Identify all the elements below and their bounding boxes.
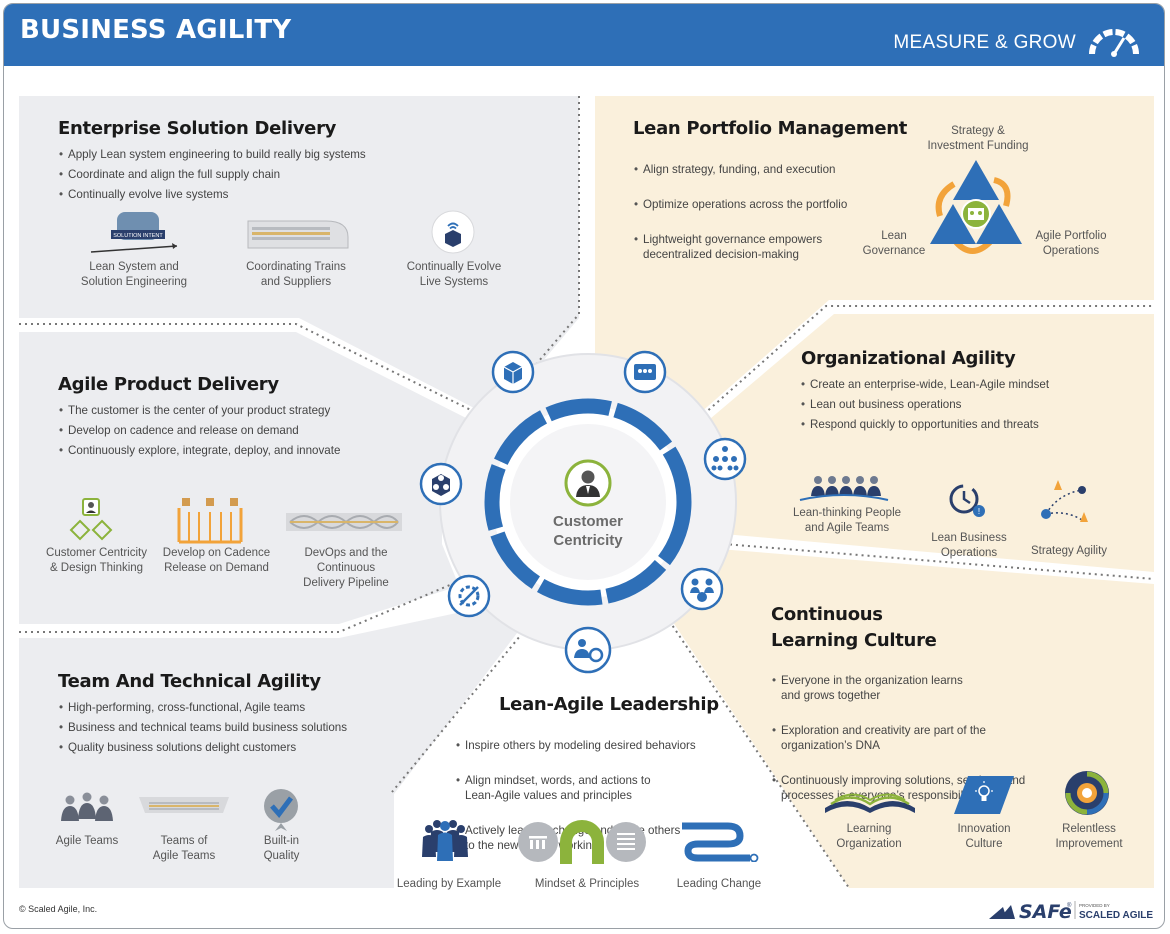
org-title: Organizational Agility: [801, 348, 1016, 369]
team-caption: Built-in Quality: [263, 835, 300, 862]
learning-bullet: Everyone in the organization learns and …: [772, 673, 1112, 703]
leadership-icon: [564, 626, 612, 674]
page-title: BUSINESS AGILITY: [20, 15, 292, 45]
enterprise-bullet: Continually evolve live systems: [59, 187, 439, 202]
product-caption: Develop on Cadence Release on Demand: [162, 547, 271, 574]
poster-frame: BUSINESS AGILITY MEASURE & GROW Customer…: [3, 3, 1165, 929]
provided-by-text: PROVIDED BY: [1079, 903, 1110, 908]
product-bullet: Continuously explore, integrate, deploy,…: [59, 443, 439, 458]
learning-caption: Innovation Culture: [957, 823, 1011, 850]
team-caption: Agile Teams: [55, 835, 119, 847]
strategy-agility-icon: [1041, 480, 1088, 522]
org-bullet: Lean out business operations: [801, 397, 1131, 412]
team-agility-icon: [447, 574, 491, 618]
cadence-release-icon: [177, 498, 243, 544]
leadership-bullet: Inspire others by modeling desired behav…: [456, 738, 746, 753]
mindset-principles-icon: [518, 820, 646, 864]
product-caption: Customer Centricity & Design Thinking: [46, 547, 147, 574]
learning-bullets: Everyone in the organization learns and …: [772, 658, 1112, 823]
solution-intent-badge: SOLUTION INTENT: [113, 233, 163, 239]
pipeline-icon: [286, 513, 402, 531]
enterprise-caption: Coordinating Trains and Suppliers: [246, 261, 346, 288]
enterprise-title: Enterprise Solution Delivery: [58, 118, 337, 139]
enterprise-bullets: Apply Lean system engineering to build r…: [59, 147, 439, 207]
enterprise-xl-box-icon: [491, 350, 535, 394]
team-caption: Teams of Agile Teams: [152, 835, 216, 862]
leading-example-icon: [422, 820, 468, 861]
org-caption: Lean Business Operations: [931, 532, 1007, 559]
leadership-caption: Leading by Example: [396, 878, 502, 890]
enterprise-bullet: Apply Lean system engineering to build r…: [59, 147, 439, 162]
gauge-icon: [1089, 29, 1139, 57]
organization-chart-icon: [703, 437, 747, 481]
safe-logo-registered: ®: [1067, 902, 1072, 909]
product-bullet: The customer is the center of your produ…: [59, 403, 439, 418]
design-thinking-icon: [69, 498, 113, 541]
team-bullets: High-performing, cross-functional, Agile…: [59, 700, 439, 760]
portfolio-bullet: Align strategy, funding, and execution: [634, 162, 894, 177]
customer-centricity-label: Customer Centricity: [552, 513, 623, 549]
learning-caption: Learning Organization: [836, 823, 902, 850]
svg-text:!: !: [978, 507, 980, 516]
portfolio-bullet: Optimize operations across the portfolio: [634, 197, 894, 212]
org-bullets: Create an enterprise-wide, Lean-Agile mi…: [801, 377, 1131, 437]
leadership-title: Lean-Agile Leadership: [499, 694, 719, 715]
live-system-box-icon: [431, 210, 475, 254]
open-book-icon: [825, 793, 915, 813]
triangle-label-right: Agile Portfolio Operations: [1035, 230, 1107, 257]
customer-person-icon: [564, 459, 612, 507]
team-of-teams-icon: [139, 797, 229, 813]
leading-change-icon: [682, 822, 759, 862]
leadership-bullet: Align mindset, words, and actions to Lea…: [456, 773, 746, 803]
lightbulb-icon: [954, 776, 1014, 814]
triangle-label-left: Lean Governance: [862, 230, 926, 257]
leadership-caption: Leading Change: [676, 878, 762, 890]
org-caption: Strategy Agility: [1030, 545, 1108, 557]
learning-caption: Relentless Improvement: [1055, 823, 1123, 850]
people-teams-icon: [799, 476, 889, 501]
org-bullet: Respond quickly to opportunities and thr…: [801, 417, 1131, 432]
team-bullet: Quality business solutions delight custo…: [59, 740, 439, 755]
header-bar: BUSINESS AGILITY MEASURE & GROW: [4, 4, 1164, 66]
org-bullet: Create an enterprise-wide, Lean-Agile mi…: [801, 377, 1131, 392]
portfolio-bullet: Lightweight governance empowers decentra…: [634, 232, 894, 262]
copyright: © Scaled Agile, Inc.: [19, 904, 98, 914]
safe-logo: SAFe ® PROVIDED BY SCALED AGILE: [989, 901, 1153, 921]
leadership-caption: Mindset & Principles: [534, 878, 640, 890]
scaled-agile-text: SCALED AGILE: [1079, 910, 1153, 921]
train-icon: [247, 220, 349, 249]
header-subtitle: MEASURE & GROW: [893, 32, 1076, 53]
learning-bullet: Exploration and creativity are part of t…: [772, 723, 1112, 753]
business-operations-icon: !: [949, 484, 985, 517]
dotted-dividers: [19, 96, 1155, 889]
portfolio-icon: [623, 350, 667, 394]
product-caption: DevOps and the Continuous Delivery Pipel…: [303, 547, 389, 589]
enterprise-caption: Lean System and Solution Engineering: [80, 261, 188, 288]
learning-panel: [669, 549, 1154, 888]
agile-teams-icon: [61, 792, 113, 821]
learning-title: Continuous Learning Culture: [771, 604, 937, 651]
dvf-product-icon: [419, 462, 463, 506]
org-caption: Lean-thinking People and Agile Teams: [792, 507, 902, 534]
product-bullets: The customer is the center of your produ…: [59, 403, 439, 463]
improvement-cycle-icon: [1065, 771, 1109, 815]
portfolio-bullets: Align strategy, funding, and execution O…: [634, 147, 894, 282]
safe-logo-text: SAFe: [1019, 901, 1072, 921]
quality-check-icon: [264, 789, 298, 831]
team-title: Team And Technical Agility: [58, 671, 321, 692]
team-bullet: High-performing, cross-functional, Agile…: [59, 700, 439, 715]
portfolio-title: Lean Portfolio Management: [633, 118, 908, 139]
portfolio-triangle-icon: [930, 160, 1022, 254]
triangle-label-top: Strategy & Investment Funding: [927, 125, 1029, 152]
solution-intent-icon: SOLUTION INTENT: [90, 212, 178, 253]
product-title: Agile Product Delivery: [58, 374, 279, 395]
product-bullet: Develop on cadence and release on demand: [59, 423, 439, 438]
learning-culture-icon: [680, 567, 724, 611]
team-bullet: Business and technical teams build busin…: [59, 720, 439, 735]
enterprise-bullet: Coordinate and align the full supply cha…: [59, 167, 439, 182]
enterprise-caption: Continually Evolve Live Systems: [406, 261, 502, 288]
